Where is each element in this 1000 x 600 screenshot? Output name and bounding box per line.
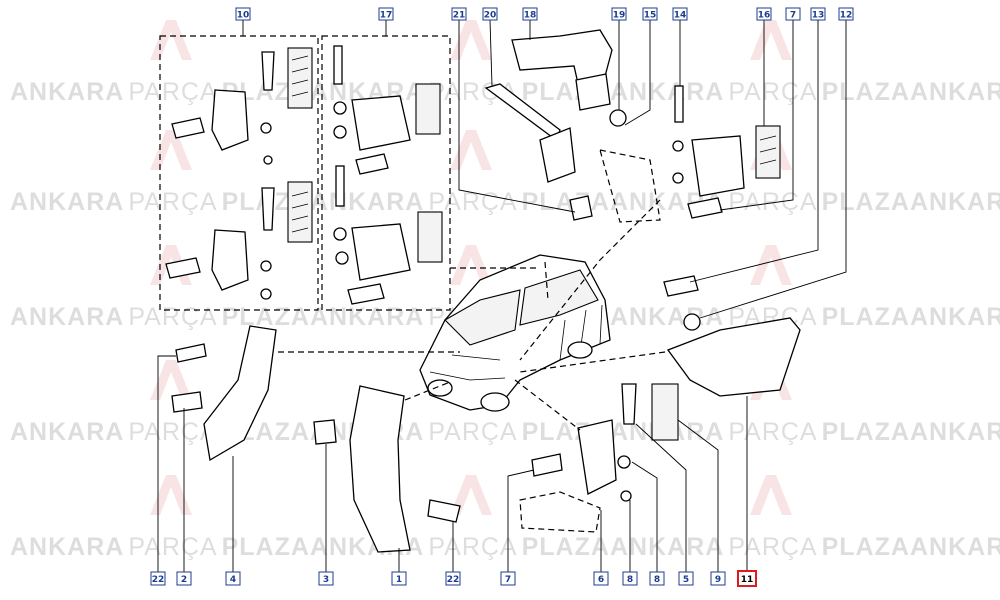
svg-text:17: 17 (380, 11, 393, 21)
svg-text:21: 21 (453, 11, 466, 21)
watermark-logo-icon (450, 475, 492, 515)
door-check-strap (484, 83, 593, 221)
callout-top-18[interactable]: 18 (522, 7, 538, 21)
svg-text:8: 8 (627, 575, 633, 585)
callout-top-21[interactable]: 21 (451, 7, 467, 21)
watermark-text: ANKAR (910, 418, 1000, 446)
svg-text:20: 20 (484, 11, 497, 21)
svg-text:16: 16 (758, 11, 771, 21)
callouts-top: 10 17 21 20 18 19 15 14 16 7 13 12 (235, 7, 854, 21)
watermark-logo-icon (750, 245, 792, 285)
svg-text:7: 7 (790, 11, 796, 21)
watermark-logo-icon (750, 20, 792, 60)
svg-text:7: 7 (505, 575, 511, 585)
callout-bottom-2[interactable]: 2 (176, 571, 192, 586)
callout-top-16[interactable]: 16 (756, 7, 772, 21)
svg-text:4: 4 (230, 575, 236, 585)
svg-text:3: 3 (323, 575, 329, 585)
watermark-logo-icon (450, 130, 492, 170)
callout-bottom-22b[interactable]: 22 (445, 571, 461, 586)
svg-text:10: 10 (237, 11, 250, 21)
svg-text:6: 6 (598, 575, 604, 585)
watermark-text: ANKAR (910, 533, 1000, 561)
svg-text:11: 11 (741, 575, 754, 585)
svg-text:13: 13 (812, 11, 825, 21)
callout-bottom-22[interactable]: 22 (150, 571, 166, 586)
svg-text:12: 12 (840, 11, 853, 21)
watermark-text: ANKAR (910, 303, 1000, 331)
callout-bottom-8[interactable]: 8 (622, 571, 638, 586)
callout-top-20[interactable]: 20 (482, 7, 498, 21)
watermark-logo-icon (150, 360, 192, 400)
svg-text:18: 18 (524, 11, 537, 21)
leader-lines (157, 19, 847, 572)
callout-top-17[interactable]: 17 (378, 7, 394, 21)
svg-text:22: 22 (447, 575, 460, 585)
callout-bottom-9[interactable]: 9 (710, 571, 726, 586)
svg-text:2: 2 (181, 575, 187, 585)
callout-bottom-6[interactable]: 6 (593, 571, 609, 586)
svg-text:8: 8 (654, 575, 660, 585)
lower-right-hinge (519, 383, 679, 533)
vehicle-illustration (419, 254, 611, 412)
callout-top-19[interactable]: 19 (611, 7, 627, 21)
callout-bottom-1[interactable]: 1 (391, 571, 407, 586)
callouts-bottom: 22 2 4 3 1 22 7 6 8 8 5 9 11 (150, 570, 757, 587)
callout-bottom-3[interactable]: 3 (318, 571, 334, 586)
svg-text:15: 15 (644, 11, 657, 21)
group-frame-10 (159, 35, 319, 311)
callout-bottom-11-highlighted[interactable]: 11 (737, 570, 757, 587)
callout-top-15[interactable]: 15 (642, 7, 658, 21)
watermark-logo-icon (450, 245, 492, 285)
svg-text:22: 22 (152, 575, 165, 585)
svg-text:9: 9 (715, 575, 721, 585)
callout-top-7[interactable]: 7 (785, 7, 801, 21)
watermark-logo-icon (450, 20, 492, 60)
watermark-logo-icon (750, 475, 792, 515)
svg-text:1: 1 (396, 575, 402, 585)
svg-text:19: 19 (613, 11, 626, 21)
callout-bottom-7[interactable]: 7 (500, 571, 516, 586)
watermark-logo-icon (150, 20, 192, 60)
callout-bottom-4[interactable]: 4 (225, 571, 241, 586)
callout-top-14[interactable]: 14 (672, 7, 688, 21)
group-17-parts (333, 45, 443, 305)
svg-text:5: 5 (683, 575, 689, 585)
callout-bottom-5[interactable]: 5 (678, 571, 694, 586)
watermark-logo-icon (150, 475, 192, 515)
callout-top-10[interactable]: 10 (235, 7, 251, 21)
group-10-parts (165, 47, 313, 300)
center-bracket (313, 385, 461, 553)
watermark-text: ANKAR (910, 78, 1000, 106)
svg-text:14: 14 (674, 11, 687, 21)
lower-hinge-assembly (663, 275, 801, 397)
lower-left-bracket (171, 325, 277, 462)
callout-top-13[interactable]: 13 (810, 7, 826, 21)
callout-bottom-8b[interactable]: 8 (649, 571, 665, 586)
assembly-lines (278, 199, 666, 431)
watermark-text: ANKAR (910, 188, 1000, 216)
callout-top-12[interactable]: 12 (838, 7, 854, 21)
upper-hinge-assembly (511, 29, 781, 223)
